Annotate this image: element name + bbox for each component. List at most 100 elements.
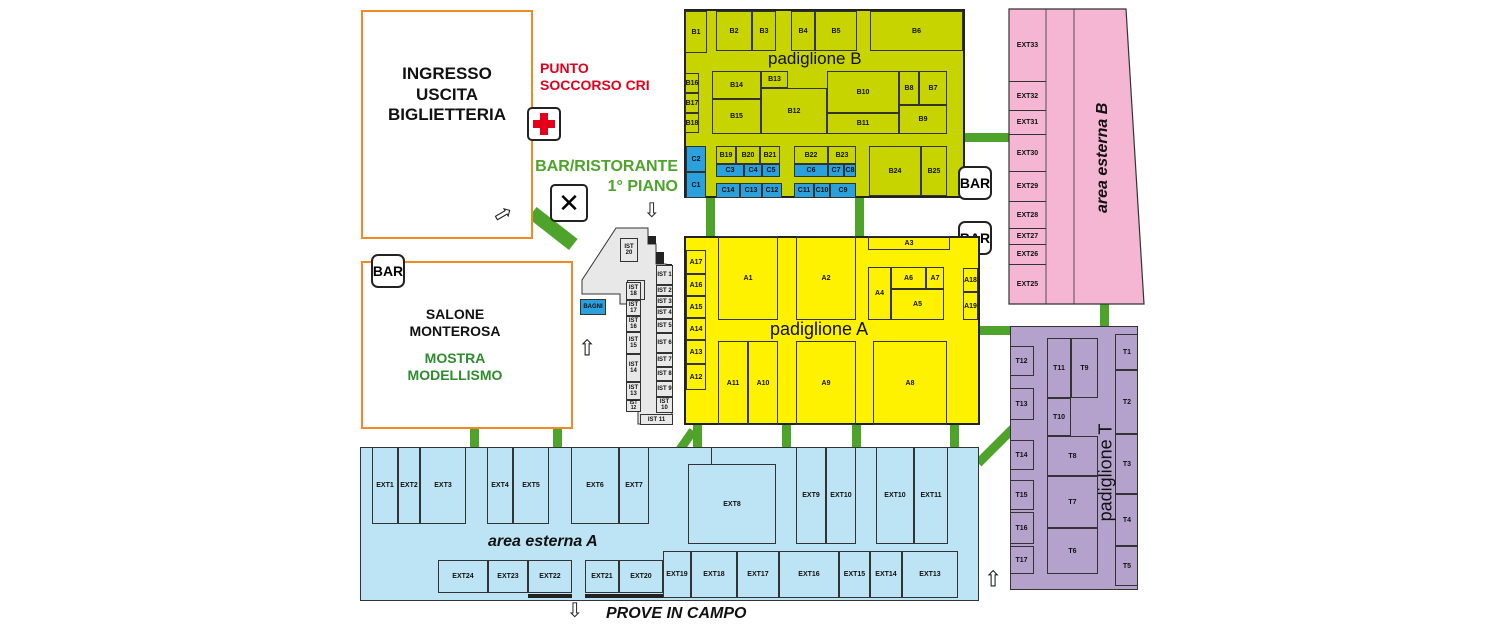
booth-b8[interactable]: B8 [899, 71, 919, 105]
booth-b11[interactable]: B11 [827, 113, 899, 134]
ist-booth[interactable]: IST 13 [626, 382, 641, 400]
booth-b16[interactable]: B16 [685, 73, 699, 93]
booth-a2[interactable]: A2 [796, 236, 856, 320]
booth-c10[interactable]: C10 [814, 183, 830, 198]
booth-t8[interactable]: T8 [1047, 436, 1098, 476]
booth-a5[interactable]: A5 [891, 289, 944, 320]
booth-ext27[interactable]: EXT27 [1009, 228, 1046, 244]
booth-a14[interactable]: A14 [686, 318, 706, 340]
bagni[interactable]: BAGNI [580, 299, 606, 315]
booth-c6[interactable]: C6 [794, 164, 828, 177]
booth-c8[interactable]: C8 [844, 164, 856, 177]
booth-t5[interactable]: T5 [1115, 546, 1138, 586]
booth-b6[interactable]: B6 [870, 11, 963, 51]
ist-booth[interactable]: IST 4 [656, 307, 673, 319]
booth-a15[interactable]: A15 [686, 296, 706, 318]
booth-b1[interactable]: B1 [685, 11, 707, 53]
booth-b21[interactable]: B21 [760, 146, 780, 164]
ist-booth[interactable]: IST 16 [626, 316, 641, 332]
booth-b7[interactable]: B7 [919, 71, 947, 105]
booth-c13[interactable]: C13 [740, 183, 762, 198]
booth-c9[interactable]: C9 [830, 183, 856, 198]
booth-ext13[interactable]: EXT13 [902, 551, 958, 598]
booth-ext28[interactable]: EXT28 [1009, 201, 1046, 228]
booth-t15[interactable]: T15 [1010, 480, 1034, 510]
booth-a19[interactable]: A19 [963, 292, 978, 320]
booth-ext8[interactable]: EXT8 [688, 464, 776, 544]
booth-ext21[interactable]: EXT21 [585, 560, 619, 593]
booth-ext1[interactable]: EXT1 [372, 447, 398, 524]
booth-ext11[interactable]: EXT11 [914, 447, 948, 544]
ist-booth[interactable]: IST 8 [656, 367, 673, 381]
ist-booth[interactable]: IST 3 [656, 296, 673, 307]
booth-c11[interactable]: C11 [794, 183, 814, 198]
ist-booth[interactable]: IST 2 [656, 285, 673, 296]
booth-b15[interactable]: B15 [712, 99, 761, 134]
booth-c12[interactable]: C12 [762, 183, 782, 198]
booth-t1[interactable]: T1 [1115, 334, 1138, 370]
booth-ext14[interactable]: EXT14 [870, 551, 902, 598]
booth-b13[interactable]: B13 [761, 71, 788, 88]
booth-c7[interactable]: C7 [828, 164, 844, 177]
booth-a4[interactable]: A4 [868, 267, 891, 320]
booth-b20[interactable]: B20 [736, 146, 760, 164]
booth-ext32[interactable]: EXT32 [1009, 81, 1046, 110]
booth-t6[interactable]: T6 [1047, 528, 1098, 574]
booth-b25[interactable]: B25 [921, 146, 947, 196]
ist-booth[interactable]: IST 18 [626, 282, 641, 300]
booth-c14[interactable]: C14 [716, 183, 740, 198]
booth-t17[interactable]: T17 [1010, 546, 1034, 574]
ist-booth[interactable]: IST 6 [656, 333, 673, 353]
booth-a6[interactable]: A6 [891, 267, 926, 289]
booth-c1[interactable]: C1 [686, 172, 706, 198]
booth-ext15[interactable]: EXT15 [839, 551, 870, 598]
booth-c3[interactable]: C3 [716, 164, 744, 177]
booth-ext5[interactable]: EXT5 [513, 447, 549, 524]
booth-ext24[interactable]: EXT24 [438, 560, 488, 593]
booth-t14[interactable]: T14 [1010, 440, 1034, 470]
ist-booth[interactable]: IST 11 [640, 414, 673, 425]
booth-ext25[interactable]: EXT25 [1009, 264, 1046, 304]
booth-ext20[interactable]: EXT20 [619, 560, 663, 593]
booth-c4[interactable]: C4 [744, 164, 762, 177]
booth-t12[interactable]: T12 [1010, 346, 1034, 376]
booth-b23[interactable]: B23 [828, 146, 856, 164]
booth-a18[interactable]: A18 [963, 268, 978, 292]
booth-ext23[interactable]: EXT23 [488, 560, 528, 593]
booth-a17[interactable]: A17 [686, 250, 706, 274]
booth-t13[interactable]: T13 [1010, 388, 1034, 420]
booth-a8[interactable]: A8 [873, 341, 947, 425]
booth-ext26[interactable]: EXT26 [1009, 244, 1046, 264]
booth-a9[interactable]: A9 [796, 341, 856, 425]
booth-b17[interactable]: B17 [685, 93, 699, 113]
booth-b5[interactable]: B5 [815, 11, 857, 51]
booth-b10[interactable]: B10 [827, 71, 899, 113]
booth-ext16[interactable]: EXT16 [779, 551, 839, 598]
salone-monterosa[interactable] [361, 261, 573, 429]
ist-booth[interactable]: IST 15 [626, 332, 641, 354]
booth-t9[interactable]: T9 [1071, 338, 1098, 398]
ist-booth[interactable]: IST 20 [620, 238, 638, 262]
booth-t16[interactable]: T16 [1010, 512, 1034, 544]
booth-b18[interactable]: B18 [685, 113, 699, 133]
ist-booth[interactable]: IST 9 [656, 381, 673, 397]
booth-ext6[interactable]: EXT6 [571, 447, 619, 524]
booth-c2[interactable]: C2 [686, 146, 706, 172]
booth-c5[interactable]: C5 [762, 164, 780, 177]
area-esterna-a[interactable] [360, 447, 979, 601]
booth-ext31[interactable]: EXT31 [1009, 110, 1046, 134]
booth-a16[interactable]: A16 [686, 274, 706, 296]
booth-b2[interactable]: B2 [716, 11, 752, 51]
entrance-building[interactable] [361, 10, 533, 239]
ist-booth[interactable]: IST 14 [626, 354, 641, 382]
booth-ext18[interactable]: EXT18 [691, 551, 737, 598]
booth-t10[interactable]: T10 [1047, 398, 1071, 436]
booth-b19[interactable]: B19 [716, 146, 736, 164]
booth-b9[interactable]: B9 [899, 105, 947, 134]
booth-t7[interactable]: T7 [1047, 476, 1098, 528]
booth-t3[interactable]: T3 [1115, 434, 1138, 494]
booth-ext4[interactable]: EXT4 [487, 447, 513, 524]
ist-booth[interactable]: IST 12 [626, 400, 641, 412]
booth-ext30[interactable]: EXT30 [1009, 134, 1046, 171]
ist-booth[interactable]: IST 7 [656, 353, 673, 367]
